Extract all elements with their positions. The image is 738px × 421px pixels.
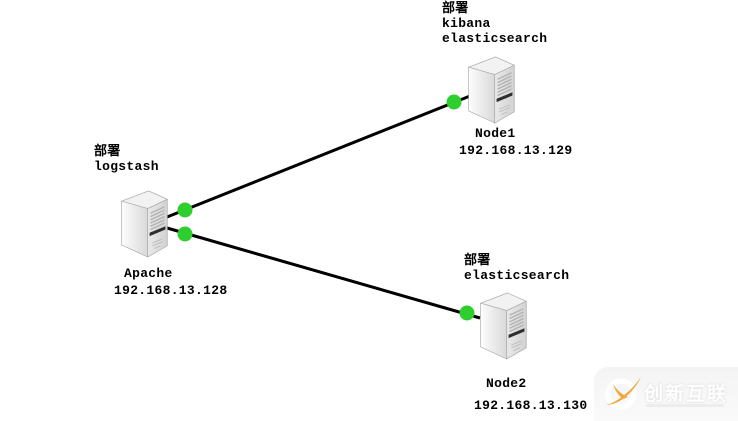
node-name-apache: Apache — [124, 266, 173, 281]
deploy-label-node1: 部署 kibana elasticsearch — [442, 1, 547, 46]
watermark-brand: 创新互联 — [644, 384, 729, 405]
node-name-node1: Node1 — [475, 126, 516, 141]
wire-apache-node1 — [166, 94, 471, 219]
node-ip-apache: 192.168.13.128 — [114, 283, 228, 298]
deploy-line: elasticsearch — [442, 31, 548, 46]
deploy-line: logstash — [94, 159, 159, 174]
deploy-line: elasticsearch — [464, 268, 570, 283]
deploy-line: 部署 — [442, 1, 469, 16]
connector-dot-node1 — [446, 94, 462, 110]
node-name-node2: Node2 — [486, 376, 527, 391]
node-ip-node2: 192.168.13.130 — [474, 398, 588, 413]
cx-logo-icon — [605, 377, 641, 410]
server-icon-apache — [120, 190, 169, 258]
server-icon-node2 — [479, 292, 528, 360]
watermark: 创新互联 — [594, 367, 738, 421]
deploy-line: kibana — [442, 16, 491, 31]
server-icon-node1 — [467, 56, 516, 124]
connector-dot-node2 — [459, 305, 475, 321]
connector-dot-apache-top — [177, 202, 193, 218]
deploy-line: 部署 — [464, 253, 491, 268]
connector-dot-apache-bottom — [177, 226, 193, 242]
deploy-label-node2: 部署 elasticsearch — [464, 253, 569, 283]
node-ip-node1: 192.168.13.129 — [459, 143, 573, 158]
watermark-tagline — [646, 404, 724, 407]
deploy-label-apache: 部署 logstash — [94, 144, 159, 174]
deploy-line: 部署 — [94, 144, 121, 159]
wire-apache-node2 — [166, 226, 481, 320]
